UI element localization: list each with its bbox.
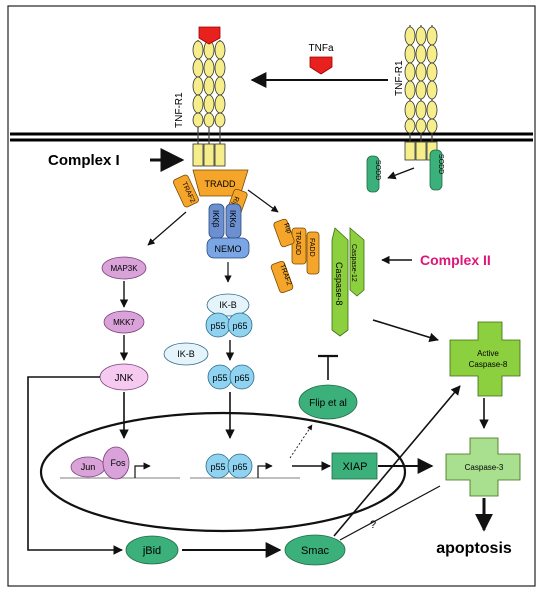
p55-label: p55: [210, 321, 225, 331]
arrow-nfkb-to-flip: [289, 424, 313, 459]
question-mark: ?: [370, 519, 376, 531]
arrow-smac-to-active-casp8: [333, 385, 461, 537]
caspase8-complex2-label: Caspase-8: [334, 262, 344, 306]
ikkb-label: IKKβ: [211, 210, 220, 228]
traf2-complex1: [172, 174, 200, 208]
fos-label: Fos: [110, 458, 126, 468]
active-caspase8-node: [449, 321, 521, 397]
nemo-label: NEMO: [215, 244, 242, 254]
map3k-label: MAP3K: [110, 264, 138, 273]
sodd-release-arrow: [387, 167, 415, 180]
tnf-r1-right-receptor: [404, 25, 438, 161]
p65-nuclear-label: p65: [232, 462, 247, 472]
flip-node: [298, 384, 358, 420]
tnf-r1-left-receptor: [192, 26, 226, 167]
ikka-label: IKKα: [228, 210, 237, 228]
active-caspase8-line2: Caspase-8: [469, 360, 508, 369]
ikb-free-node: [163, 342, 209, 366]
mkk7-label: MKK7: [113, 318, 135, 327]
flip-label: Flip et al: [309, 398, 347, 409]
tnfa-label: TNFa: [309, 43, 334, 54]
jbid-node: [125, 535, 179, 565]
caspase12-complex2: [349, 227, 365, 297]
complex-ii-label: Complex II: [420, 252, 491, 268]
p65-node: [227, 312, 253, 338]
jun-label: Jun: [81, 462, 96, 472]
p55-nuclear-label: p55: [210, 462, 225, 472]
jnk-pathway: [99, 256, 149, 391]
sodd-left-label: SODD: [374, 160, 381, 180]
nfkb-target-promoter: [257, 462, 273, 478]
map3k-node: [101, 256, 147, 280]
traf2-complex2: [270, 260, 294, 294]
ikb-bound-node: [206, 293, 250, 317]
arrow-complex2-to-active-casp8: [372, 319, 439, 343]
rip-label: Rip: [229, 195, 239, 207]
fadd-label: FADD: [308, 238, 315, 257]
xiap-label: XIAP: [342, 461, 367, 473]
active-caspase8-line1: Active: [477, 349, 499, 358]
p65-free-node: [229, 364, 255, 390]
caspase12-label: Caspase-12: [350, 244, 357, 282]
tnf-ligand-bound: [198, 26, 221, 45]
arrow-to-map3k: [147, 211, 187, 246]
p65-label: p65: [232, 321, 247, 331]
caspase3-label: Caspase-3: [465, 463, 504, 472]
smac-node: [284, 534, 346, 566]
nfkb-cytoplasm: [163, 293, 255, 390]
sodd-complex: [366, 149, 443, 193]
smac-label: Smac: [301, 545, 330, 557]
nucleus: [39, 411, 407, 533]
tradd-complex2: [291, 227, 307, 265]
flip-inhibition: [318, 354, 338, 380]
smac-inhibits-xiap-line: [339, 485, 441, 541]
jnk-label: JNK: [115, 373, 134, 384]
rip-complex2: [273, 218, 295, 248]
ikb-free-label: IK-B: [177, 349, 195, 359]
ikb-bound-label: IK-B: [219, 300, 237, 310]
fos-node: [102, 446, 130, 480]
nucleus-contents: [60, 446, 300, 480]
p65-free-label: p65: [234, 373, 249, 383]
jbid-label: jBid: [142, 545, 161, 557]
tnf-ligand-free: [309, 56, 333, 75]
tnf-r1-left-label: TNF-R1: [174, 92, 185, 128]
sodd-right-label: SODD: [437, 154, 444, 174]
arrow-jnk-to-jbid: [27, 376, 123, 555]
tradd-label: TRADD: [205, 179, 236, 189]
rip-complex2-label: Rip: [282, 222, 292, 234]
caspase3-node: [445, 437, 521, 497]
p55-free-label: p55: [212, 373, 227, 383]
p65-nuclear-node: [227, 453, 253, 479]
mkk7-node: [103, 310, 145, 334]
complex-i-label: Complex I: [48, 152, 120, 169]
apoptosis-label: apoptosis: [436, 540, 512, 557]
jnk-target-promoter: [134, 462, 151, 478]
fadd-node: [306, 231, 320, 275]
complex-ii: [270, 218, 365, 337]
tradd-complex2-label: TRADD: [294, 231, 301, 255]
tnf-r1-right-label: TNF-R1: [394, 60, 405, 96]
xiap-node: [331, 452, 378, 480]
arrow-to-complex2: [247, 189, 279, 213]
ikk-complex: [206, 203, 250, 259]
cell-membrane: [10, 132, 533, 142]
figure-border: [7, 5, 536, 587]
caspase8-complex2: [331, 227, 349, 337]
